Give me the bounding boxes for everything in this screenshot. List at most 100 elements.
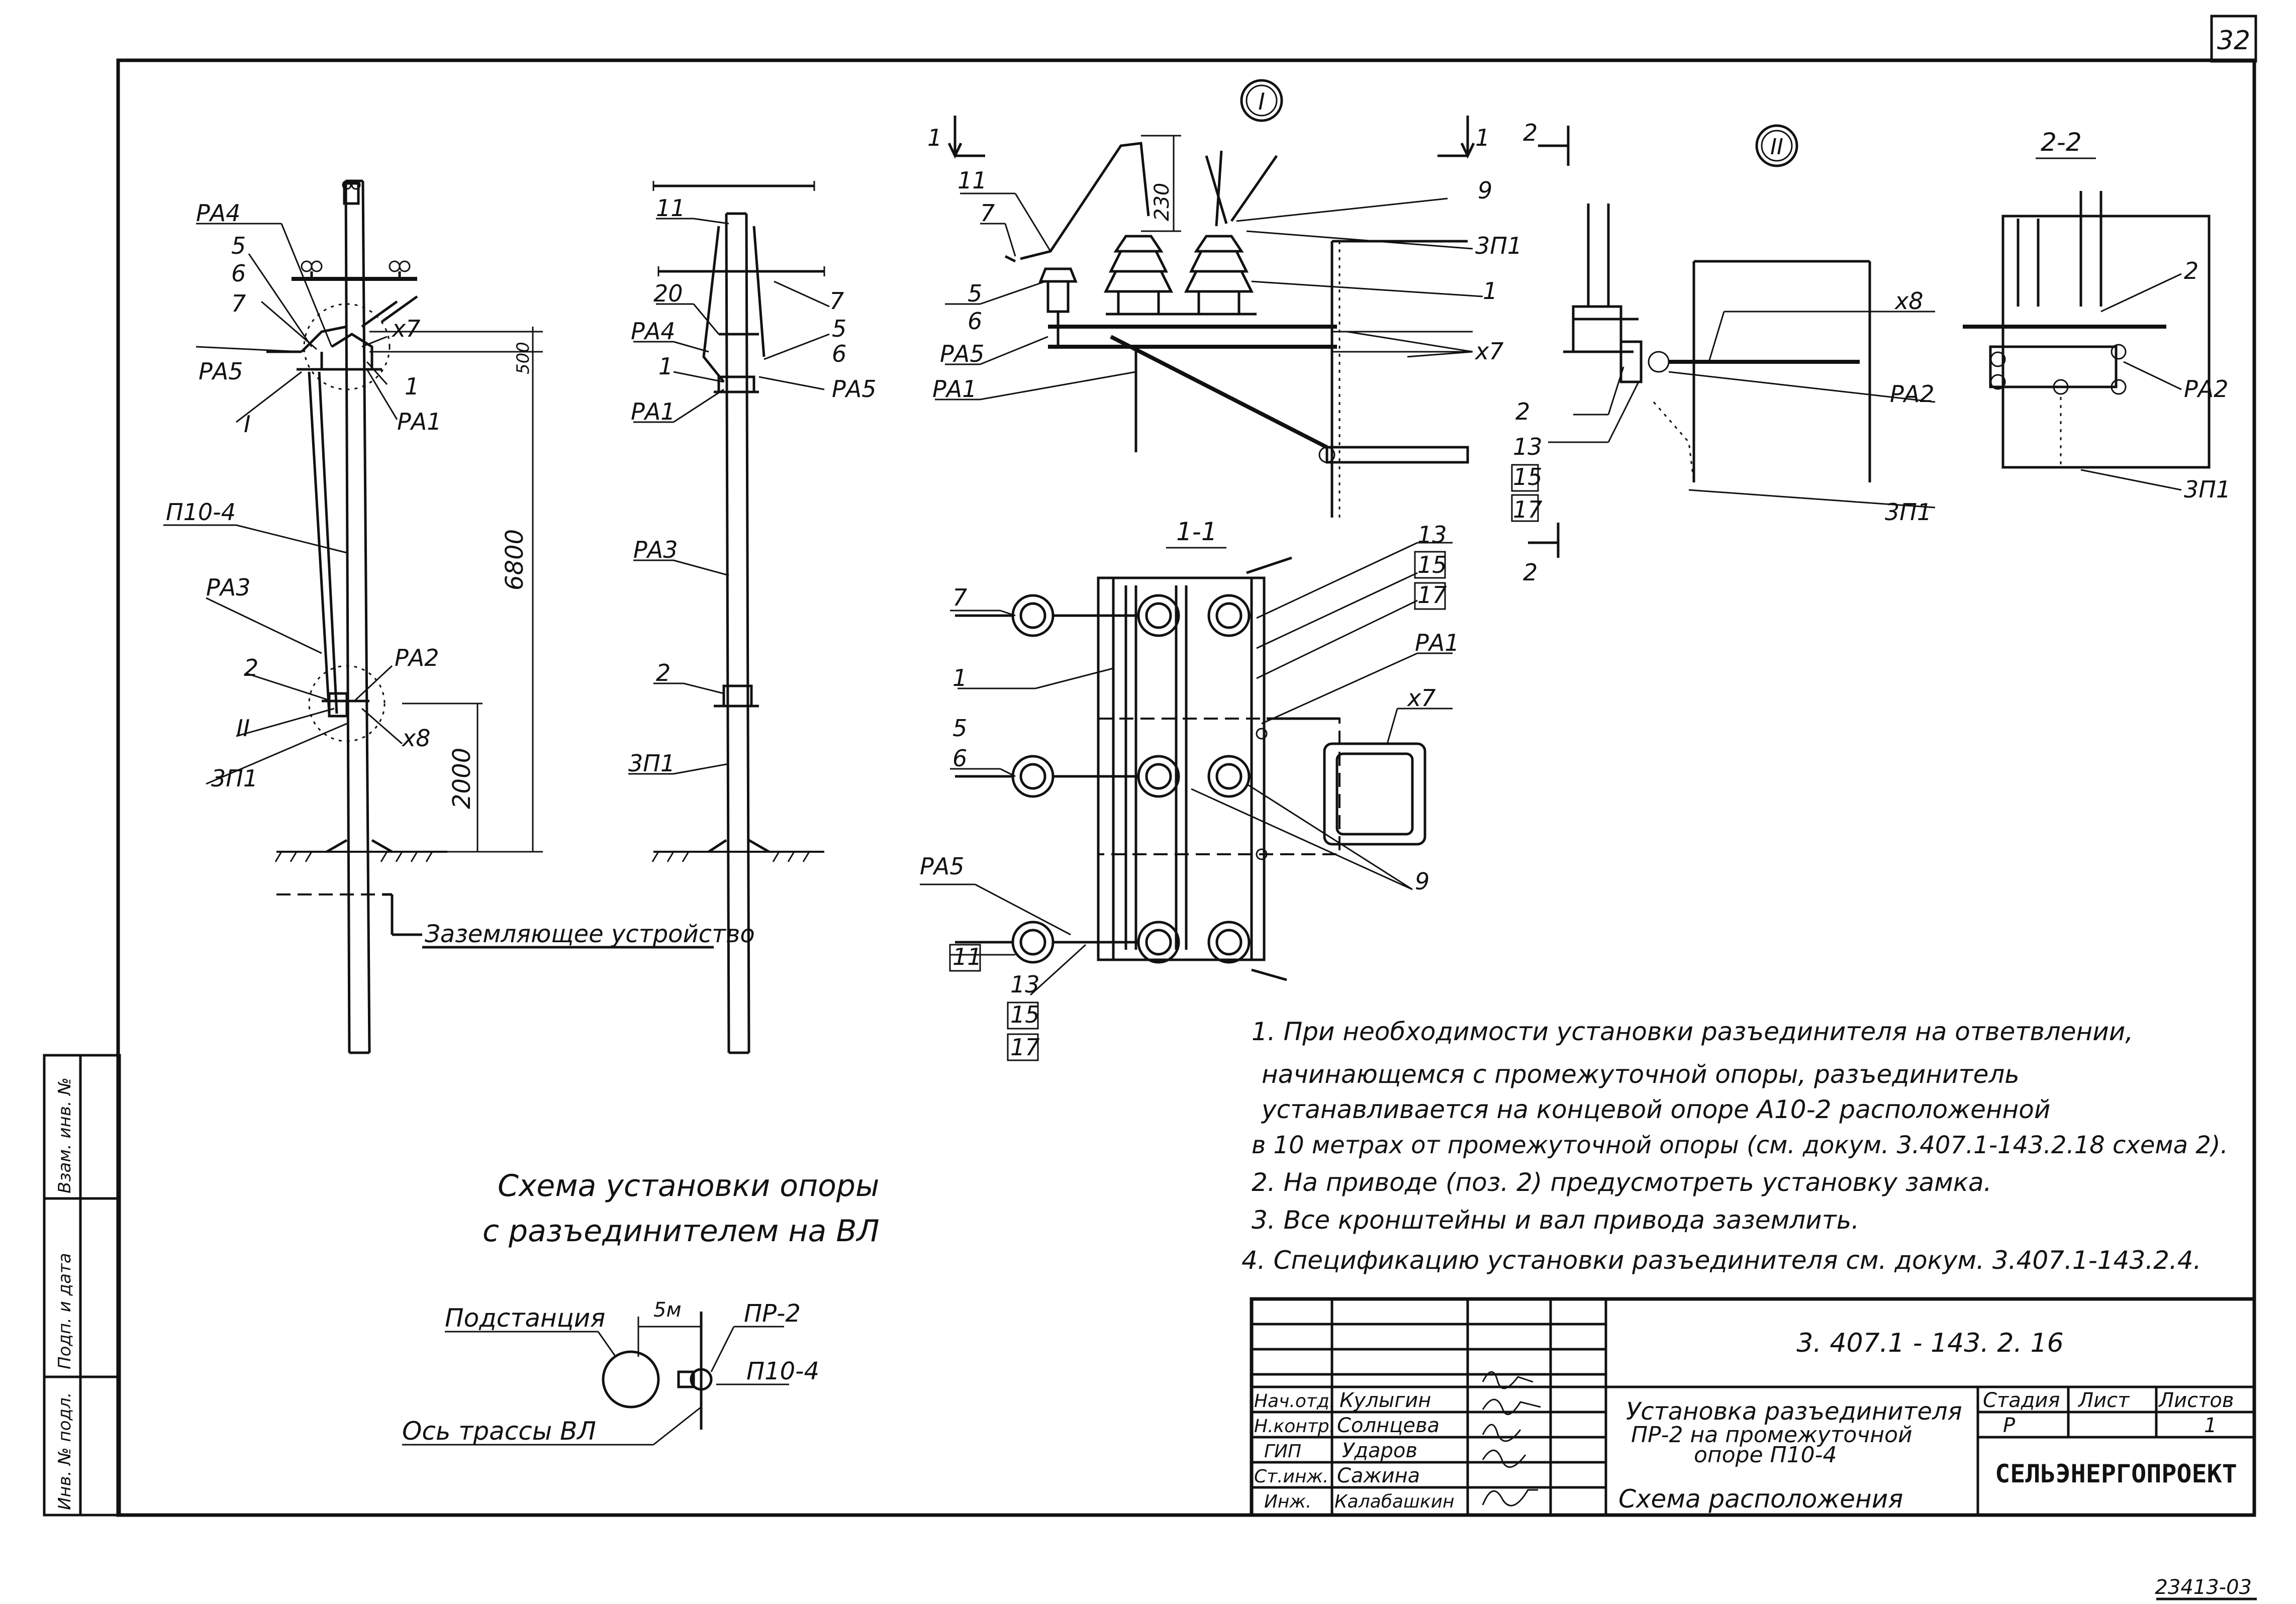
label-pa3: РА3 [206,574,250,601]
note-line-7: 4. Спецификацию установки разъединителя … [1241,1246,2201,1275]
label-pa5-r: РА5 [832,375,876,403]
label-detail-I: I [244,411,251,438]
label-20: 20 [653,280,683,307]
staff-role-4: Ст.инж. [1254,1466,1328,1487]
note-line-2: начинающемся с промежуточной опоры, разъ… [1262,1060,2020,1089]
title-line-1: Установка разъединителя [1626,1397,1962,1426]
sheet-header: Лист [2077,1389,2130,1412]
d1-label-pa1: РА1 [932,375,977,403]
d1-label-6: 6 [968,308,982,335]
scheme-disconnector: ПР-2 [744,1299,801,1328]
s11-label-13-top: 13 [1417,521,1447,548]
detail-II-marker: II [1770,134,1783,160]
side-stamp: Инв. № подл. Подп. и дата Взам. инв. № [43,1054,121,1517]
detail-II: II 2 2 х8 РА2 2 13 15 17 3П1 [1511,119,1936,586]
note-line-1: 1. При необходимости установки разъедини… [1252,1017,2133,1046]
label-6-r: 6 [832,340,846,367]
s11-label-pa1: РА1 [1415,629,1459,656]
dim-230: 230 [1151,183,1174,221]
grounding-label: Заземляющее устройство [425,920,755,948]
s11-label-pa5: РА5 [920,853,964,880]
s11-label-15-top: 15 [1417,551,1447,578]
s22-label-3p1: 3П1 [2184,476,2231,503]
s11-label-17-bottom: 17 [1010,1034,1040,1061]
d2-label-13: 13 [1513,433,1543,460]
section-mark-1-left: 1 [927,124,942,151]
label-detail-II: II [236,715,250,742]
s11-label-13-bottom: 13 [1010,971,1040,998]
d2-label-x8: х8 [1894,287,1924,315]
staff-role-2: Н.контр. [1254,1416,1335,1437]
label-7-r: 7 [829,287,844,315]
s11-label-15-bottom: 15 [1010,1001,1040,1028]
label-6: 6 [231,260,246,287]
section-1-1-title: 1-1 [1176,517,1217,546]
stamp-sign-date: Подп. и дата [55,1253,75,1369]
staff-name-2: Солнцева [1337,1414,1440,1437]
s11-label-7: 7 [952,584,967,611]
left-elevation: Заземляющее устройство 500 6800 2000 [163,179,755,1054]
scheme-title-1: Схема установки опоры [498,1168,879,1204]
detail-I-marker: I [1258,88,1265,115]
d2-label-pa2: РА2 [1890,380,1934,408]
sheets-header: Листов [2158,1389,2234,1412]
label-5: 5 [231,232,246,259]
doc-number: 3. 407.1 - 143. 2. 16 [1796,1328,2063,1358]
d1-label-3p1: 3П1 [1475,232,1522,259]
staff-name-3: Ударов [1342,1439,1417,1462]
title-line-2: ПР-2 на промежуточной [1631,1422,1912,1448]
stage-header: Стадия [1983,1389,2060,1412]
archive-number: 23413-03 [2155,1576,2252,1599]
d2-label-2: 2 [1515,398,1530,425]
right-elevation: 11 20 РА4 1 РА1 7 5 6 РА5 РА3 2 3П1 [628,181,876,1054]
d1-label-1: 1 [1483,277,1497,305]
d1-label-11: 11 [958,167,987,194]
note-line-6: 3. Все кронштейны и вал привода заземлит… [1252,1206,1859,1235]
s11-label-5: 5 [952,715,967,742]
s11-label-9: 9 [1415,868,1429,895]
staff-role-3: ГИП [1264,1441,1301,1462]
d1-label-x7: х7 [1474,338,1504,365]
signatures [1482,1371,1541,1507]
section-2-2-title: 2-2 [2041,128,2082,157]
s11-label-11: 11 [952,943,982,970]
label-pa2: РА2 [395,644,439,671]
stamp-inv-number: Инв. № подл. [55,1392,75,1510]
staff-name-5: Калабашкин [1334,1491,1455,1512]
s11-label-1: 1 [952,664,967,691]
s11-label-6: 6 [952,745,967,772]
section-mark-1-right: 1 [1475,124,1490,151]
label-2-r: 2 [656,659,671,686]
staff-name-4: Сажина [1337,1464,1420,1487]
scheme-distance: 5м [653,1298,682,1322]
scheme-substation: Подстанция [445,1304,605,1333]
installation-scheme: Схема установки опоры с разъединителем н… [402,1168,880,1446]
label-pa4: РА4 [196,199,240,227]
section-2-2: 2-2 2 РА2 3П1 [1963,128,2231,503]
d2-label-3p1: 3П1 [1885,498,1932,526]
label-x7: х7 [391,315,421,342]
sheets-value: 1 [2204,1414,2217,1437]
d1-label-9: 9 [1478,177,1492,204]
label-2: 2 [244,654,258,681]
scheme-title-2: с разъединителем на ВЛ [483,1214,880,1249]
section-mark-2-top: 2 [1523,119,1538,146]
s22-label-pa2: РА2 [2184,375,2228,403]
section-mark-2-bottom: 2 [1523,559,1538,586]
label-pa5: РА5 [199,358,243,385]
scheme-axis: Ось трассы ВЛ [402,1417,596,1446]
label-3p1-r: 3П1 [628,750,675,777]
label-pa1: РА1 [397,408,441,435]
label-1-r: 1 [658,353,673,380]
s22-label-2: 2 [2184,257,2198,284]
label-1: 1 [405,373,419,400]
label-pa3-r: РА3 [633,536,678,563]
s11-label-17-top: 17 [1417,581,1447,609]
note-line-4: в 10 метрах от промежуточной опоры (см. … [1252,1131,2228,1159]
scheme-pole: П10-4 [746,1357,819,1385]
d1-label-5: 5 [968,280,982,307]
label-p10-4: П10-4 [166,498,236,526]
page-number: 32 [2217,26,2250,56]
